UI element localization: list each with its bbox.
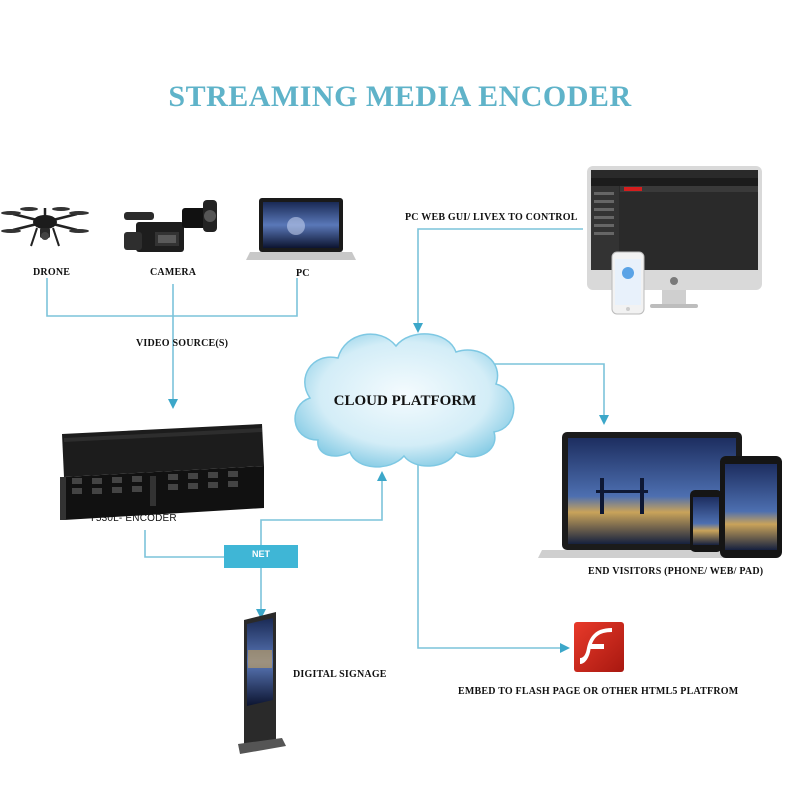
camera-icon (124, 200, 217, 252)
signage-icon (238, 612, 286, 754)
page-title: STREAMING MEDIA ENCODER (168, 80, 632, 113)
encoder-to-net-line (144, 530, 224, 558)
laptop-icon (246, 198, 356, 260)
encoder-label: Y530L- ENCODER (89, 513, 177, 524)
phone-icon (690, 490, 722, 552)
tablet-icon (720, 456, 782, 558)
connectors (46, 228, 609, 653)
cloud-to-visitors-line (480, 363, 609, 425)
iphone-icon (611, 251, 645, 315)
end-visitors-label: END VISITORS (PHONE/ WEB/ PAD) (588, 566, 764, 577)
control-label: PC WEB GUI/ LIVEX TO CONTROL (405, 212, 578, 223)
control-line (413, 228, 583, 333)
video-sources-label: VIDEO SOURCE(S) (136, 338, 229, 349)
flash-icon (574, 622, 624, 672)
camera-label: CAMERA (150, 267, 197, 278)
pc-label: PC (296, 268, 310, 279)
embed-label: EMBED TO FLASH PAGE OR OTHER HTML5 PLATF… (458, 686, 739, 697)
net-to-cloud-line (260, 471, 387, 545)
cloud-icon (294, 333, 515, 468)
net-label: NET (252, 549, 270, 559)
net-box (224, 545, 298, 568)
encoder-icon (60, 424, 264, 520)
cloud-to-flash-line (417, 452, 570, 653)
drone-label: DRONE (33, 267, 71, 278)
sources-bracket-line (46, 278, 298, 317)
signage-label: DIGITAL SIGNAGE (293, 669, 387, 680)
drone-icon (1, 207, 89, 247)
cloud-label: CLOUD PLATFORM (333, 393, 477, 409)
